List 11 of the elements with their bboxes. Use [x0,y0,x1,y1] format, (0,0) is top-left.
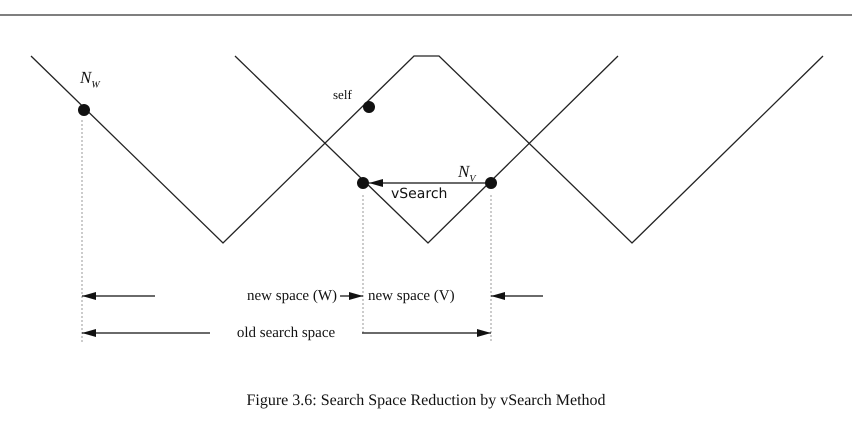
figure-caption: Figure 3.6: Search Space Reduction by vSearch Method [245,392,607,410]
dimension-label: new space (W) [244,287,340,305]
point-label: N$_{V}$ [458,162,476,184]
point-dot [363,101,375,113]
point-label: N$_{W}$ [80,68,100,90]
point-dot [78,104,90,116]
point-label: self [333,87,352,103]
arrow [369,179,485,187]
point-dot [357,177,369,189]
point-dot [485,177,497,189]
edge-label: vSearch [391,186,448,202]
